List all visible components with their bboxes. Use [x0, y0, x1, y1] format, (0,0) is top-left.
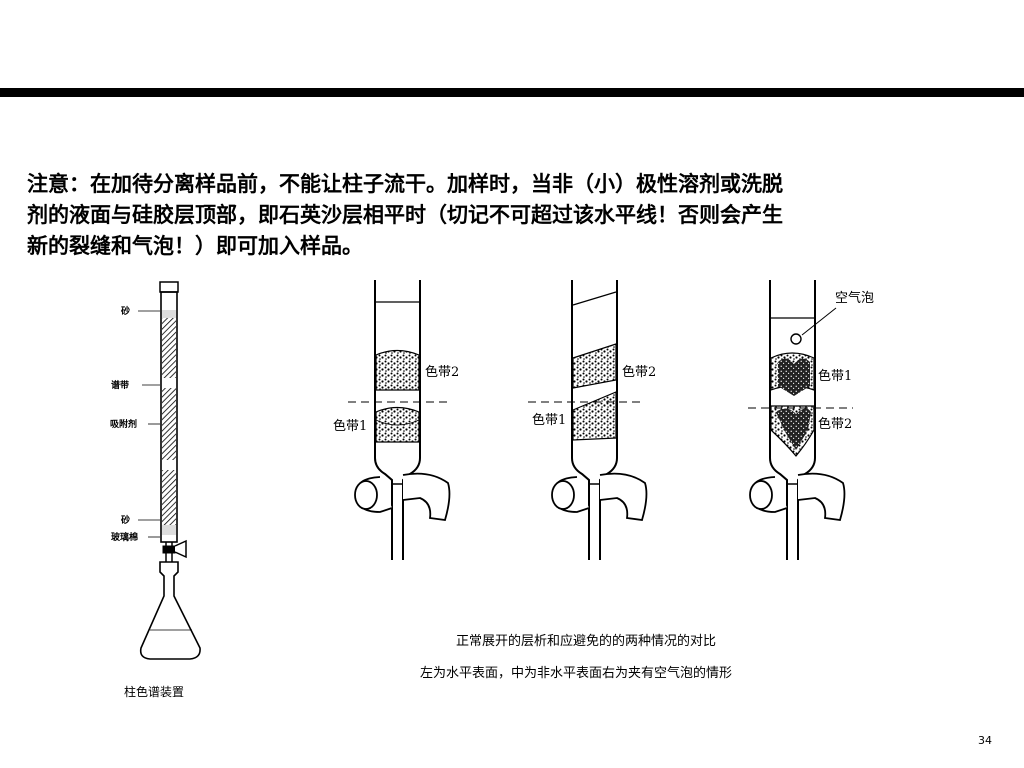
receiving-flask [139, 561, 201, 660]
column-labels: 砂 谱带 吸附剂 砂 玻璃棉 [110, 305, 160, 543]
label-glass-wool: 玻璃棉 [111, 531, 138, 543]
label-adsorbent: 吸附剂 [110, 418, 137, 430]
stopcock-handle [599, 472, 648, 521]
tube2-label-band1: 色带1 [532, 412, 566, 428]
tube3-label-band2: 色带2 [818, 416, 852, 432]
tube1-label-band1: 色带1 [333, 418, 367, 434]
column-apparatus [139, 281, 201, 660]
chromatography-figures: 砂 谱带 吸附剂 砂 玻璃棉 色带2 色带1 色带2 色带1 [110, 280, 874, 660]
adsorbent-packing [162, 318, 176, 525]
comparison-caption-line-2: 左为水平表面，中为非水平表面右为夹有空气泡的情形 [420, 666, 733, 681]
band-2 [776, 408, 811, 450]
sand-layer-bottom [162, 525, 176, 535]
tube-air-bubble [748, 280, 853, 560]
tube2-label-band2: 色带2 [622, 364, 656, 380]
label-sand-bottom: 砂 [121, 514, 130, 526]
note-line-2: 剂的液面与硅胶层顶部，即石英沙层相平时（切记不可超过该水平线！否则会产生 [27, 202, 783, 227]
band-2 [572, 343, 617, 389]
stopcock-handle [402, 472, 451, 521]
air-bubble-leader [801, 307, 837, 336]
top-rule [0, 88, 1024, 97]
band-1 [572, 391, 617, 441]
column-top-rim [159, 281, 179, 293]
column-tube [160, 291, 178, 543]
page-number: 34 [978, 734, 992, 747]
tube3-label-air-bubble: 空气泡 [835, 290, 874, 306]
tube-tilted-surface [528, 280, 648, 560]
stopcock-handle [797, 472, 846, 521]
tube3-label-band1: 色带1 [818, 368, 852, 384]
label-sand-top: 砂 [121, 305, 130, 317]
air-bubble [790, 333, 802, 345]
sand-layer-top [162, 310, 176, 318]
note-text: 注意：在加待分离样品前，不能让柱子流干。加样时，当非（小）极性溶剂或洗脱 剂的液… [27, 168, 1002, 261]
label-band: 谱带 [111, 379, 129, 391]
note-line-1: 注意：在加待分离样品前，不能让柱子流干。加样时，当非（小）极性溶剂或洗脱 [27, 171, 783, 196]
note-line-3: 新的裂缝和气泡！）即可加入样品。 [27, 233, 363, 258]
comparison-caption-line-1: 正常展开的层析和应避免的的两种情况的对比 [456, 634, 717, 649]
band-1 [778, 358, 810, 396]
column-caption: 柱色谱装置 [124, 685, 185, 699]
tube1-label-band2: 色带2 [425, 364, 459, 380]
tube-level-surface [348, 280, 451, 560]
band-2 [375, 349, 420, 391]
stopcock [162, 545, 176, 554]
